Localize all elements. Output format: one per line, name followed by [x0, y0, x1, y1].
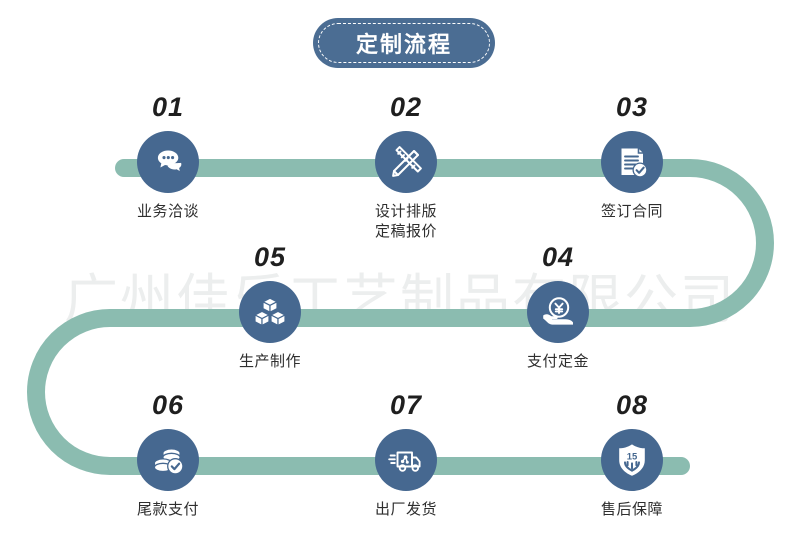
step-icon-circle: [375, 429, 437, 491]
hand-coin-yuan-icon: [540, 294, 576, 330]
title-badge: 定制流程: [313, 18, 495, 68]
step-label: 尾款支付: [88, 500, 248, 520]
step-number: 05: [253, 242, 287, 272]
step-label-line: 业务洽谈: [136, 202, 199, 220]
step-08[interactable]: 08 15 售后保障: [552, 392, 712, 520]
page-title: 定制流程: [355, 33, 452, 58]
step-icon-circle: 15: [601, 429, 663, 491]
step-number: 01: [151, 92, 185, 122]
step-label: 设计排版 定稿报价: [326, 202, 486, 242]
step-05[interactable]: 05: [190, 244, 350, 372]
step-06[interactable]: 06: [88, 392, 248, 520]
step-label-line: 生产制作: [238, 352, 301, 370]
step-07[interactable]: 07: [326, 392, 486, 520]
step-label: 业务洽谈: [88, 202, 248, 222]
shield-badge-number: 15: [627, 452, 638, 463]
step-icon-circle: [137, 131, 199, 193]
step-label-line: 签订合同: [600, 202, 663, 220]
step-number: 02: [389, 92, 423, 122]
step-number: 03: [615, 92, 649, 122]
pencil-ruler-icon: [388, 144, 424, 180]
delivery-truck-icon: [387, 441, 425, 479]
chat-bubbles-icon: [151, 145, 185, 179]
step-04[interactable]: 04 支付定金: [478, 244, 638, 372]
document-check-icon: [615, 145, 649, 179]
step-icon-circle: [375, 131, 437, 193]
company-watermark: 广州佳乐工艺制品有限公司: [64, 268, 736, 331]
step-label: 出厂发货: [326, 500, 486, 520]
step-label: 签订合同: [552, 202, 712, 222]
step-icon-circle: [601, 131, 663, 193]
step-number: 06: [151, 390, 185, 420]
step-03[interactable]: 03 签订合同: [552, 94, 712, 222]
step-02[interactable]: 02 设计排版 定稿报价: [326, 94, 486, 242]
step-label: 生产制作: [190, 352, 350, 372]
step-label: 售后保障: [552, 500, 712, 520]
coins-check-icon: [150, 442, 186, 478]
step-label-line: 出厂发货: [374, 500, 437, 518]
step-label-line: 尾款支付: [136, 500, 199, 518]
step-number: 07: [389, 390, 423, 420]
shield-warranty-icon: 15: [614, 442, 650, 478]
step-number: 04: [541, 242, 575, 272]
step-01[interactable]: 01 业务洽谈: [88, 94, 248, 222]
step-label-line: 定稿报价: [374, 221, 437, 240]
stacked-boxes-icon: [253, 295, 287, 329]
step-label-line: 支付定金: [526, 352, 589, 370]
step-icon-circle: [527, 281, 589, 343]
step-label-line: 售后保障: [600, 500, 663, 518]
step-label-line: 设计排版: [374, 202, 437, 220]
step-label: 支付定金: [478, 352, 638, 372]
step-icon-circle: [137, 429, 199, 491]
step-icon-circle: [239, 281, 301, 343]
step-number: 08: [615, 390, 649, 420]
